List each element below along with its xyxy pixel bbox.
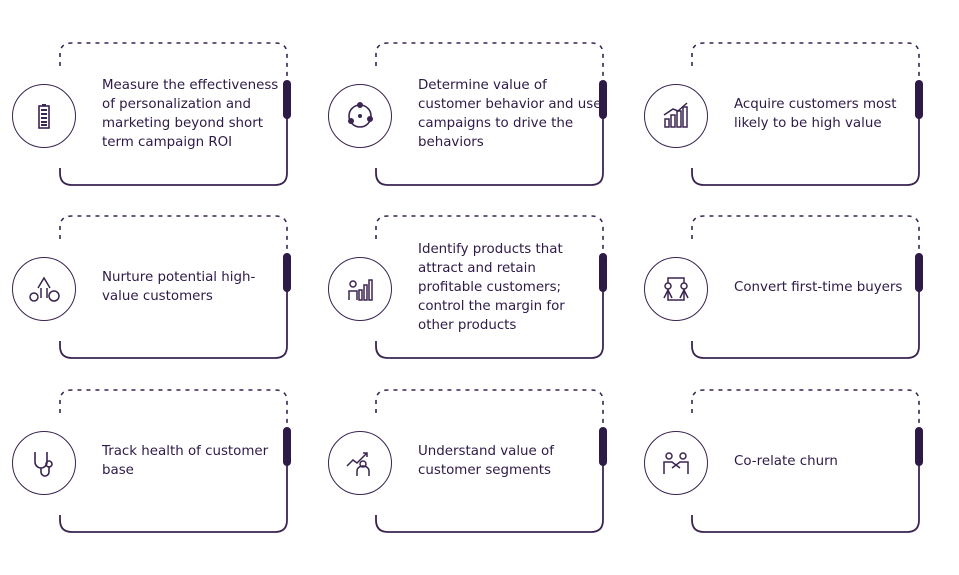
card-frame <box>691 42 923 186</box>
icon-circle <box>12 84 76 148</box>
battery-icon <box>38 104 50 129</box>
card-accent-bar <box>599 253 607 292</box>
card-text-wrap: Acquire customers most likely to be high… <box>734 44 919 184</box>
icon-circle <box>644 84 708 148</box>
card-text: Acquire customers most likely to be high… <box>734 97 897 131</box>
card-text-wrap: Identify products that attract and retai… <box>418 217 603 357</box>
card-text: Convert first-time buyers <box>734 279 903 295</box>
icon-circle <box>328 431 392 495</box>
feature-card: Understand value of customer segments <box>328 389 607 539</box>
card-frame <box>375 389 607 533</box>
card-frame <box>375 42 607 186</box>
growth-chart-icon <box>663 102 688 128</box>
icon-circle <box>328 84 392 148</box>
icon-circle <box>12 257 76 321</box>
card-text-wrap: Nurture potential high-value customers <box>102 217 287 357</box>
feature-card: Determine value of customer behavior and… <box>328 42 607 192</box>
card-accent-bar <box>915 80 923 119</box>
card-text-wrap: Understand value of customer segments <box>418 391 603 531</box>
feature-card: Acquire customers most likely to be high… <box>644 42 923 192</box>
card-text: Track health of customer base <box>102 444 269 478</box>
stethoscope-icon <box>34 452 53 477</box>
businessman-trend-icon <box>346 452 370 476</box>
card-frame <box>691 389 923 533</box>
icon-circle <box>644 257 708 321</box>
card-accent-bar <box>599 427 607 466</box>
feature-card: Nurture potential high-value customers <box>12 215 291 365</box>
card-text-wrap: Co-relate churn <box>734 391 919 531</box>
icon-circle <box>644 431 708 495</box>
card-accent-bar <box>283 80 291 119</box>
card-accent-bar <box>283 427 291 466</box>
feature-card: Co-relate churn <box>644 389 923 539</box>
handshake-icon <box>663 452 689 474</box>
card-frame <box>59 215 291 359</box>
card-frame <box>59 42 291 186</box>
card-accent-bar <box>915 253 923 292</box>
card-text-wrap: Track health of customer base <box>102 391 287 531</box>
money-bags-arrow-icon <box>29 276 60 302</box>
card-accent-bar <box>599 80 607 119</box>
icon-circle <box>328 257 392 321</box>
card-text-wrap: Convert first-time buyers <box>734 217 919 357</box>
card-accent-bar <box>283 253 291 292</box>
feature-card: Track health of customer base <box>12 389 291 539</box>
card-frame <box>59 389 291 533</box>
card-text: Identify products that attract and retai… <box>418 241 565 333</box>
card-text: Nurture potential high-value customers <box>102 270 256 304</box>
card-text-wrap: Measure the effectiveness of personaliza… <box>102 44 287 184</box>
people-exchange-icon <box>663 277 689 301</box>
person-chart-icon <box>348 279 373 301</box>
card-text: Co-relate churn <box>734 453 838 469</box>
cycle-icon <box>348 102 373 128</box>
card-text: Understand value of customer segments <box>418 444 554 478</box>
feature-card: Measure the effectiveness of personaliza… <box>12 42 291 192</box>
card-text-wrap: Determine value of customer behavior and… <box>418 44 603 184</box>
card-text: Measure the effectiveness of personaliza… <box>102 78 279 150</box>
feature-card: Convert first-time buyers <box>644 215 923 365</box>
icon-circle <box>12 431 76 495</box>
card-frame <box>375 215 607 359</box>
card-frame <box>691 215 923 359</box>
card-text: Determine value of customer behavior and… <box>418 78 602 150</box>
card-accent-bar <box>915 427 923 466</box>
feature-card: Identify products that attract and retai… <box>328 215 607 365</box>
